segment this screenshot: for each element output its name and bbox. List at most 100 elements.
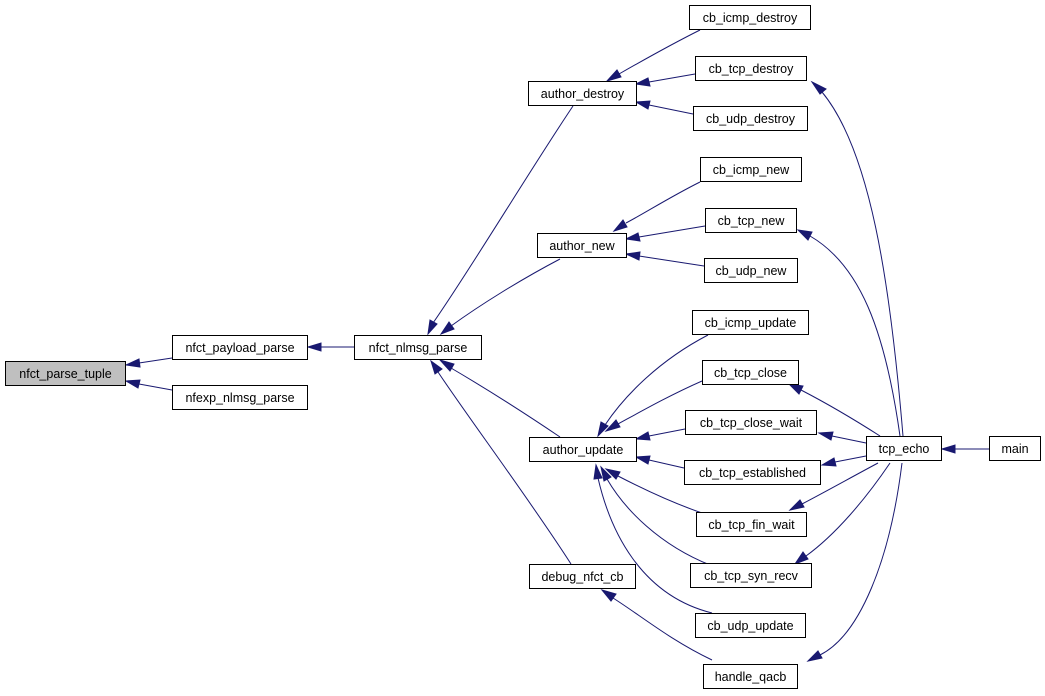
node-label: main [1001,442,1028,456]
node-cb_tcp_established[interactable]: cb_tcp_established [684,460,821,485]
arrowhead-author_update-6 [600,465,612,482]
node-label: cb_tcp_destroy [709,62,795,76]
node-label: author_destroy [541,87,625,101]
edge-cb_tcp_fin_wait-to-author_update [617,475,706,515]
edge-cb_icmp_destroy-to-author_destroy [618,29,701,75]
node-author_update[interactable]: author_update [529,437,637,462]
node-nfct_payload_parse[interactable]: nfct_payload_parse [172,335,308,360]
arrowhead-author_new-1 [612,219,628,232]
node-cb_udp_update[interactable]: cb_udp_update [695,613,806,638]
node-nfexp_nlmsg_parse[interactable]: nfexp_nlmsg_parse [172,385,308,410]
edge-cb_tcp_close-to-author_update [617,380,703,425]
edge-tcp_echo-to-cb_tcp_destroy [821,91,904,437]
node-debug_nfct_cb[interactable]: debug_nfct_cb [529,564,636,589]
edge-cb_icmp_new-to-author_new [625,181,701,224]
node-label: cb_tcp_close_wait [700,416,803,430]
edge-author_new-to-nfct_nlmsg_parse [450,258,561,327]
edge-tcp_echo-to-handle_qacb [819,462,903,656]
arrowhead-cb_tcp_established [820,457,837,467]
edge-cb_tcp_established-to-author_update [648,459,685,469]
edge-tcp_echo-to-cb_tcp_fin_wait [801,462,879,505]
node-label: author_new [549,239,615,253]
node-cb_tcp_destroy[interactable]: cb_tcp_destroy [695,56,807,81]
node-author_destroy[interactable]: author_destroy [528,81,637,106]
edge-author_update-to-nfct_nlmsg_parse [450,367,561,438]
node-cb_tcp_close[interactable]: cb_tcp_close [702,360,799,385]
arrowhead-cb_tcp_close [787,383,804,395]
node-cb_icmp_destroy[interactable]: cb_icmp_destroy [689,5,811,30]
node-label: cb_tcp_fin_wait [708,518,795,532]
node-label: cb_icmp_destroy [703,11,798,25]
arrowhead-author_update-2 [604,419,621,432]
edge-tcp_echo-to-cb_tcp_established [834,455,867,463]
arrowhead-author_destroy-1 [605,69,622,82]
arrowhead-cb_tcp_destroy [810,80,827,95]
node-label: handle_qacb [715,670,787,684]
node-label: cb_icmp_update [705,316,797,330]
arrowhead-author_update-1 [597,421,609,438]
edge-cb_udp_destroy-to-author_destroy [648,104,694,115]
node-label: cb_udp_new [716,264,788,278]
node-label: nfct_payload_parse [185,341,294,355]
arrowhead-handle_qacb [806,650,823,662]
node-cb_tcp_fin_wait[interactable]: cb_tcp_fin_wait [696,512,807,537]
arrowhead-cb_tcp_fin_wait [788,499,805,511]
arrowhead-cb_tcp_new [796,229,813,241]
arrowhead-author_new-3 [624,251,641,261]
edge-tcp_echo-to-cb_tcp_close_wait [831,435,867,444]
arrowhead-author_new-2 [624,232,641,242]
edges-layer [124,29,989,662]
node-cb_icmp_new[interactable]: cb_icmp_new [700,157,802,182]
edge-cb_udp_new-to-author_new [638,255,705,267]
arrowhead-nfct_nlmsg_parse-3 [438,359,455,372]
edge-author_destroy-to-nfct_nlmsg_parse [432,105,574,324]
node-label: nfexp_nlmsg_parse [185,391,294,405]
arrowhead-tcp_echo [940,444,956,454]
node-cb_tcp_syn_recv[interactable]: cb_tcp_syn_recv [690,563,812,588]
arrowhead-author_destroy-2 [634,77,651,87]
edge-cb_tcp_close_wait-to-author_update [648,428,686,437]
arrowhead-author_destroy-3 [634,100,651,110]
node-main[interactable]: main [989,436,1041,461]
arrowhead-debug_nfct_cb [600,589,617,602]
edge-cb_icmp_update-to-author_update [604,334,709,426]
nodes-layer: nfct_parse_tuple nfct_payload_parse nfex… [5,5,1041,689]
node-label: tcp_echo [879,442,930,456]
arrowhead-nfct_nlmsg_parse-2 [439,321,455,336]
arrowhead-nfct_parse_tuple-2 [124,379,141,389]
node-cb_tcp_new[interactable]: cb_tcp_new [705,208,797,233]
node-label: author_update [543,443,624,457]
edge-cb_udp_update-to-author_update [597,477,713,614]
edge-tcp_echo-to-cb_tcp_close [800,389,881,437]
node-cb_udp_destroy[interactable]: cb_udp_destroy [693,106,808,131]
node-label: cb_tcp_close [714,366,787,380]
arrowhead-nfct_payload_parse [306,342,322,352]
edge-tcp_echo-to-cb_tcp_syn_recv [805,462,891,557]
arrowhead-author_update-5 [604,468,621,480]
node-label: cb_icmp_new [713,163,790,177]
node-handle_qacb[interactable]: handle_qacb [703,664,798,689]
node-author_new[interactable]: author_new [537,233,627,258]
arrowhead-author_update-7 [593,463,603,480]
edge-nfexp_nlmsg_parse-to-nfct_parse_tuple [138,383,173,391]
edge-cb_tcp_new-to-author_new [638,225,706,238]
node-label: cb_tcp_syn_recv [704,569,799,583]
arrowhead-nfct_nlmsg_parse-1 [427,319,438,336]
node-label: nfct_parse_tuple [19,367,111,381]
node-cb_tcp_close_wait[interactable]: cb_tcp_close_wait [685,410,817,435]
arrowhead-author_update-3 [634,431,651,441]
node-label: cb_tcp_new [718,214,786,228]
arrowhead-author_update-4 [634,455,651,465]
node-nfct_parse_tuple[interactable]: nfct_parse_tuple [5,361,126,386]
node-label: cb_udp_update [707,619,793,633]
arrowhead-nfct_parse_tuple-1 [124,358,141,368]
edge-handle_qacb-to-debug_nfct_cb [612,597,713,661]
node-cb_udp_new[interactable]: cb_udp_new [704,258,798,283]
arrowhead-cb_tcp_syn_recv [793,551,809,566]
edge-debug_nfct_cb-to-nfct_nlmsg_parse [437,371,572,565]
node-nfct_nlmsg_parse[interactable]: nfct_nlmsg_parse [354,335,482,360]
node-cb_icmp_update[interactable]: cb_icmp_update [692,310,809,335]
node-tcp_echo[interactable]: tcp_echo [866,436,942,461]
arrowhead-nfct_nlmsg_parse-4 [430,359,443,375]
